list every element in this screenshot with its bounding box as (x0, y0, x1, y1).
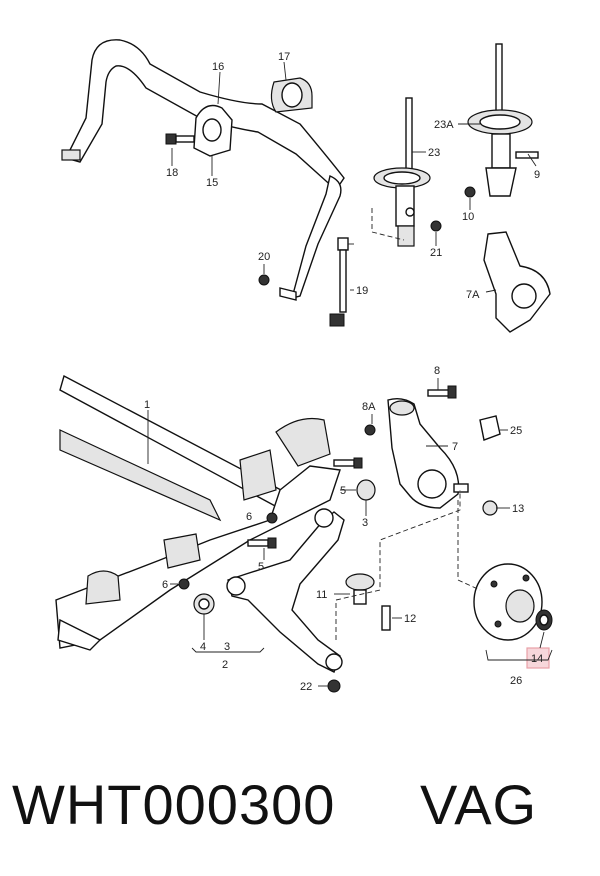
callout-17: 17 (278, 51, 290, 63)
wheel-hub-26 (473, 563, 543, 641)
callout-2: 2 (222, 659, 228, 671)
subframe (55, 374, 341, 651)
callout-labels: 16 17 18 15 20 19 23 21 23A 9 10 7A 1 8 … (144, 51, 543, 693)
callout-14: 14 (531, 653, 543, 665)
clamp-bolt (165, 133, 195, 145)
callout-23: 23 (428, 147, 440, 159)
nut-8a (364, 424, 376, 436)
callout-5b: 5 (258, 561, 264, 573)
control-arm (226, 508, 345, 673)
callout-6b: 6 (162, 579, 168, 591)
callout-7: 7 (452, 441, 458, 453)
callout-8a: 8A (362, 401, 376, 413)
stabilizer-bushing (270, 77, 313, 113)
bushing-4 (193, 593, 215, 615)
wheel-bearing-housing-7 (387, 397, 469, 509)
callout-16: 16 (212, 61, 224, 73)
callout-9: 9 (534, 169, 540, 181)
footer: WHT000300 VAG (0, 770, 600, 840)
callout-4: 4 (200, 641, 206, 653)
leader-lines (147, 61, 553, 687)
nuts-6 (178, 512, 278, 590)
callout-15: 15 (206, 177, 218, 189)
coupling-rod (329, 237, 354, 327)
callout-3b: 3 (224, 641, 230, 653)
plate-25 (479, 415, 501, 441)
bolts-5 (247, 457, 363, 549)
callout-12: 12 (404, 613, 416, 625)
callout-8: 8 (434, 365, 440, 377)
callout-7a: 7A (466, 289, 480, 301)
callout-3a: 3 (362, 517, 368, 529)
wheel-bearing-housing-7a (483, 231, 551, 333)
part-number: WHT000300 (12, 773, 336, 836)
rod-nut (258, 274, 297, 301)
callout-1: 1 (144, 399, 150, 411)
callout-11: 11 (316, 589, 327, 601)
bolt-12 (381, 605, 391, 631)
assembly-dash-lines (335, 208, 481, 640)
callout-21: 21 (430, 247, 442, 259)
bushing-3 (356, 479, 376, 501)
brand-name: VAG (420, 773, 538, 836)
callout-20: 20 (258, 251, 270, 263)
strut-23a (467, 43, 539, 197)
callout-23a: 23A (434, 119, 454, 131)
strut-nut-21 (430, 220, 442, 232)
callout-10: 10 (462, 211, 474, 223)
hub-nut-14 (535, 609, 553, 631)
bolt-8 (427, 385, 457, 399)
callout-5a: 5 (340, 485, 346, 497)
callout-18: 18 (166, 167, 178, 179)
ball-joint-11 (345, 573, 375, 605)
callout-26: 26 (510, 675, 522, 687)
exploded-suspension-diagram: 16 17 18 15 20 19 23 21 23A 9 10 7A 1 8 … (55, 39, 553, 693)
nut-13 (482, 500, 498, 516)
nut-22 (327, 679, 341, 693)
callout-25: 25 (510, 425, 522, 437)
bushing-clamp (193, 104, 233, 157)
callout-19: 19 (356, 285, 368, 297)
callout-22: 22 (300, 681, 312, 693)
strut-23 (373, 97, 431, 247)
callout-6a: 6 (246, 511, 252, 523)
strut-nut-10 (464, 186, 476, 198)
callout-13: 13 (512, 503, 524, 515)
